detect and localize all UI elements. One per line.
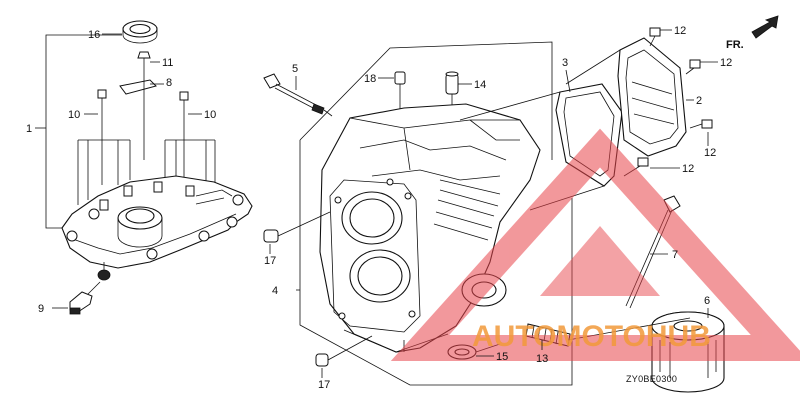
label-part-18: 18 <box>364 73 376 85</box>
label-part-12b: 12 <box>720 57 732 69</box>
label-part-17a: 17 <box>264 255 276 267</box>
label-part-12d: 12 <box>682 163 694 175</box>
label-part-8: 8 <box>166 77 172 89</box>
label-part-11: 11 <box>162 57 173 69</box>
label-part-7: 7 <box>672 249 678 261</box>
watermark-text: AUTOMOTOHUB <box>472 320 711 353</box>
label-part-2: 2 <box>696 95 702 107</box>
label-part-3: 3 <box>562 57 568 69</box>
part-labels: 1 2 3 4 5 6 7 8 9 10 10 11 12 12 12 12 1… <box>26 25 732 391</box>
label-part-14: 14 <box>474 79 486 91</box>
label-part-15: 15 <box>496 351 508 363</box>
label-part-12c: 12 <box>704 147 716 159</box>
label-part-10a: 10 <box>68 109 80 121</box>
label-part-10b: 10 <box>204 109 216 121</box>
label-part-5: 5 <box>292 63 298 75</box>
direction-label: FR. <box>726 39 744 51</box>
label-part-13: 13 <box>536 353 548 365</box>
cover-assembly <box>35 20 253 315</box>
watermark-logo <box>390 128 800 361</box>
front-direction-arrow: FR. <box>726 15 779 51</box>
label-part-4: 4 <box>272 285 278 297</box>
label-part-16: 16 <box>88 29 100 41</box>
label-part-6: 6 <box>704 295 710 307</box>
drawing-code: ZY0BE0300 <box>626 374 677 384</box>
label-part-1: 1 <box>26 123 32 135</box>
label-part-12a: 12 <box>674 25 686 37</box>
label-part-9: 9 <box>38 303 44 315</box>
label-part-17b: 17 <box>318 379 330 391</box>
